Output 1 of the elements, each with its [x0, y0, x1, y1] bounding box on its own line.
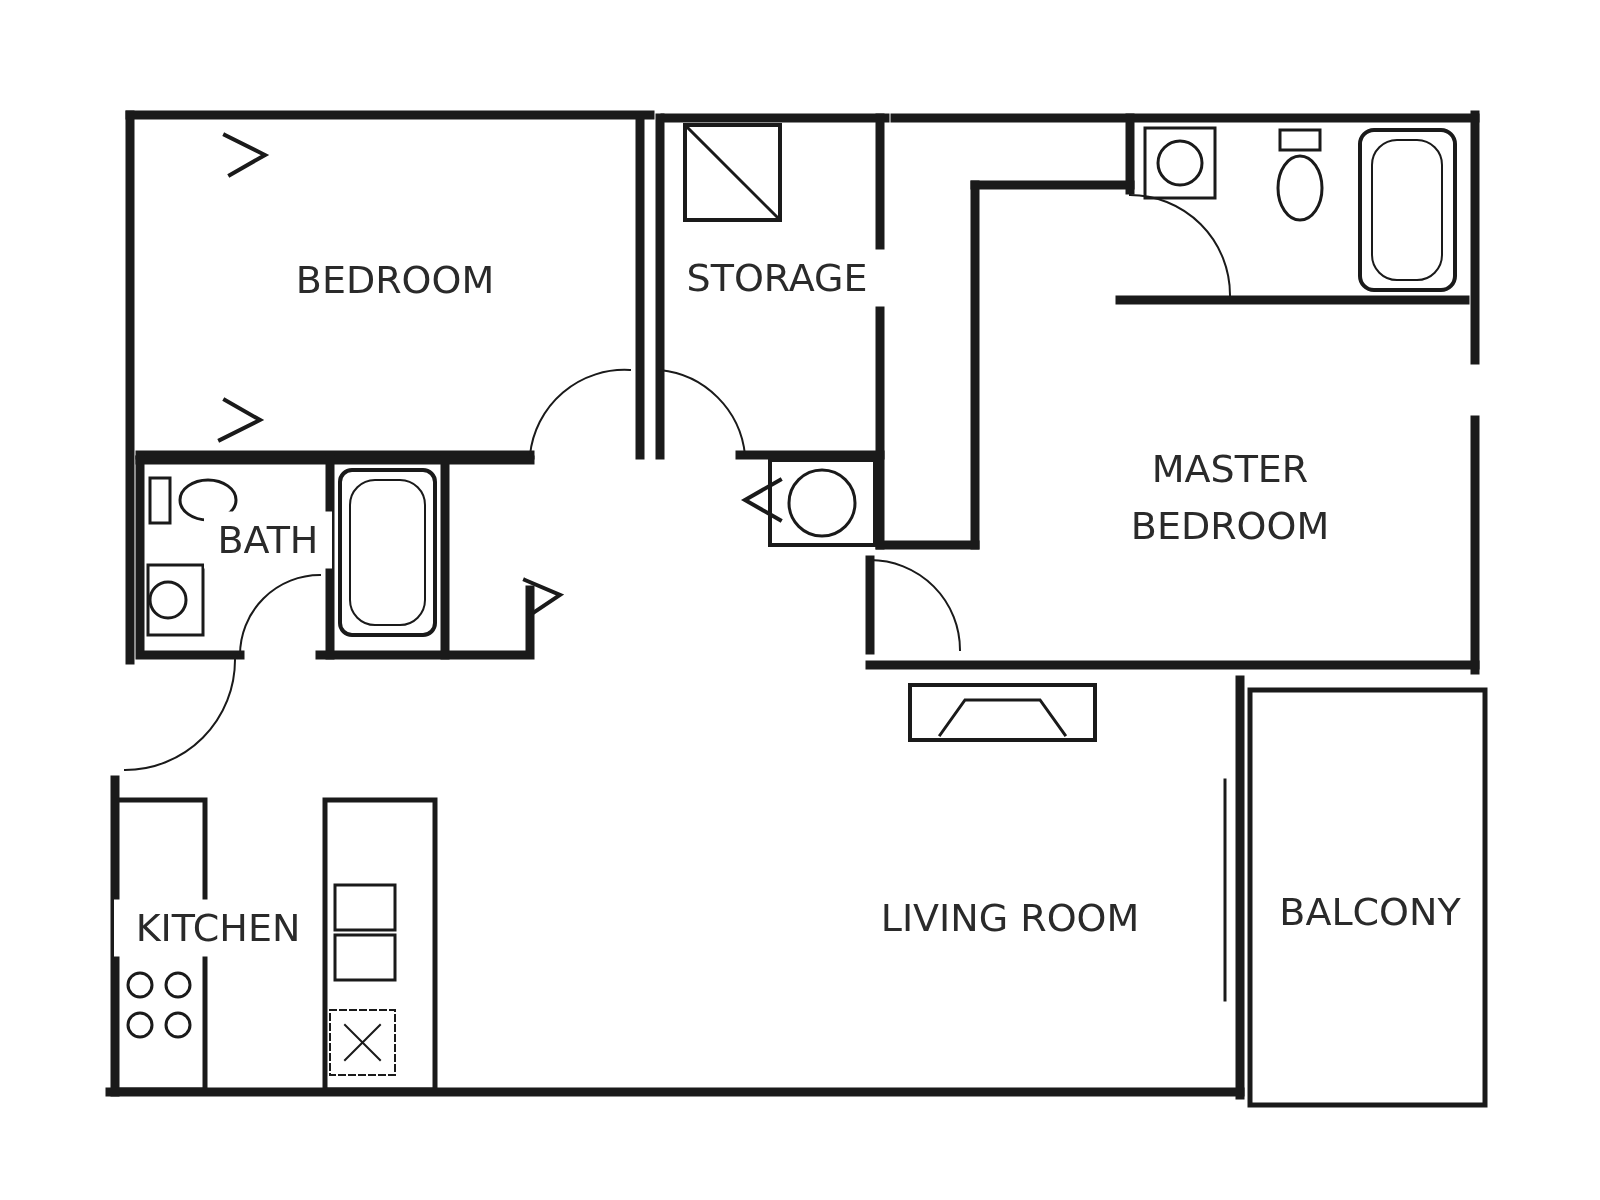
room-label: BATH — [204, 511, 332, 569]
